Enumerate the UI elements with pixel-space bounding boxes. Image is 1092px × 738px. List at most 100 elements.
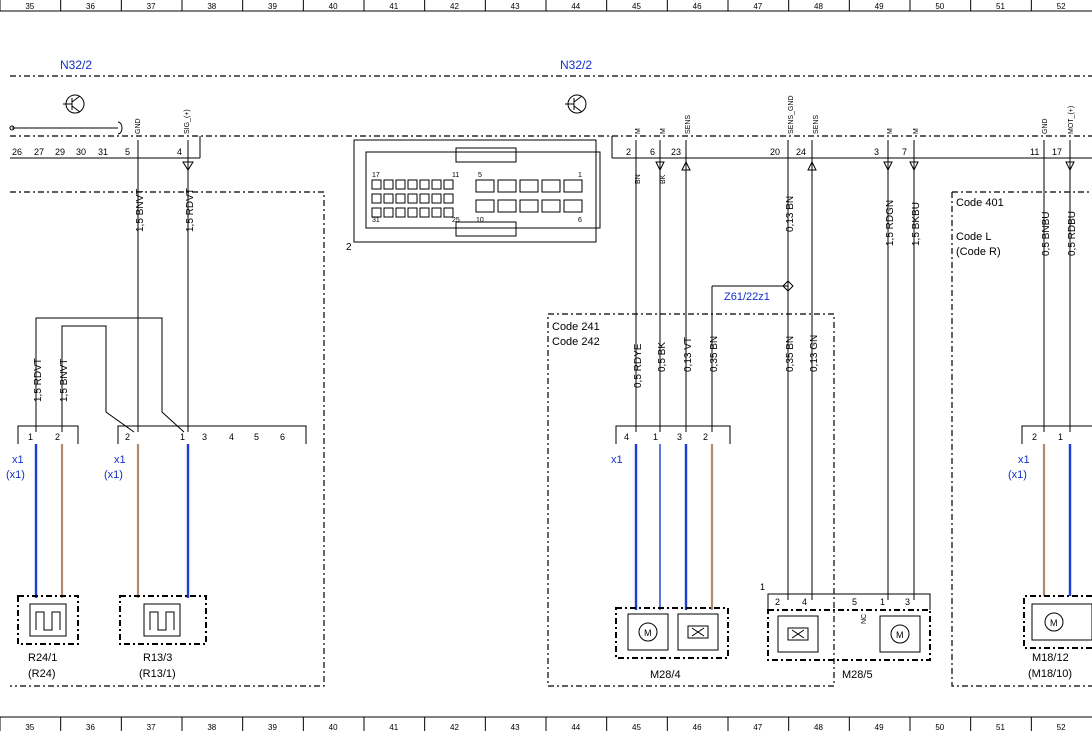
svg-text:(x1): (x1) [6, 469, 25, 481]
pin-label: 2 [626, 147, 631, 157]
grid-column-label: 48 [814, 2, 823, 11]
wire-label: 1,5 RDVT [33, 358, 44, 402]
svg-text:5: 5 [852, 597, 857, 607]
svg-text:M28/4: M28/4 [650, 669, 681, 681]
svg-text:M: M [1050, 618, 1058, 628]
svg-text:x1: x1 [611, 454, 623, 466]
svg-text:M: M [660, 128, 667, 134]
component-boundary-left [10, 191, 325, 687]
connector-cell [407, 179, 418, 190]
connector-cell [383, 207, 394, 218]
arrow-icon [909, 161, 919, 172]
code-label: Code 401 [956, 197, 1004, 209]
connector-housing-graphic: 17 11 5 1 31 25 10 6 [353, 139, 601, 243]
svg-text:3: 3 [202, 432, 207, 442]
connector-c2: 2 1 3 4 5 6 x1 (x1) [104, 425, 307, 481]
connector-cell [371, 193, 382, 204]
code-label: Code 241 [552, 321, 600, 333]
wire-label: 1,5 BKBU [911, 202, 922, 246]
splice-label: Z61/22z1 [724, 291, 770, 303]
grid-column-label: 38 [207, 2, 216, 11]
grid-column-label: 52 [1057, 2, 1066, 11]
connector-cell [541, 199, 561, 213]
wire-label: 0,5 BK [657, 342, 668, 372]
grid-column-label: 52 [1057, 723, 1066, 732]
connector-cell [431, 193, 442, 204]
grid-column-label: 42 [450, 2, 459, 11]
grid-column-label: 44 [571, 723, 580, 732]
grid-column-label: 44 [571, 2, 580, 11]
svg-text:1: 1 [1058, 432, 1063, 442]
svg-text:31: 31 [372, 217, 380, 224]
wire-label: 1,5 BNVT [135, 189, 146, 232]
connector-cell [371, 179, 382, 190]
connector-cell [497, 199, 517, 213]
grid-column-label: 49 [875, 2, 884, 11]
svg-text:M: M [913, 128, 920, 134]
pin-label: 5 [125, 147, 130, 157]
svg-text:2: 2 [703, 432, 708, 442]
svg-text:17: 17 [372, 172, 380, 179]
connector-graphic-label: 2 [346, 242, 352, 253]
svg-text:4: 4 [229, 432, 234, 442]
grid-column-label: 39 [268, 2, 277, 11]
grid-column-label: 51 [996, 723, 1005, 732]
component-m28-5: 1 2 4 5 1 3 NC M M28/5 [760, 582, 931, 681]
arrow-icon [1065, 161, 1075, 172]
arrow-icon [681, 160, 691, 171]
svg-text:M28/5: M28/5 [842, 669, 873, 681]
svg-text:2: 2 [55, 432, 60, 442]
connector-cell [563, 199, 583, 213]
left-pin-row: 26 27 29 30 31 5 4 [12, 147, 182, 157]
grid-column-label: 37 [147, 723, 156, 732]
connector-cell [431, 179, 442, 190]
grid-column-label: 37 [147, 2, 156, 11]
connector-cell [519, 199, 539, 213]
wire-label: 0,13 VT [683, 337, 694, 372]
svg-text:6: 6 [578, 217, 582, 224]
svg-text:BN: BN [635, 174, 642, 184]
svg-text:1: 1 [760, 582, 765, 592]
pin-label: 27 [34, 147, 44, 157]
grid-column-label: 47 [753, 723, 762, 732]
pin-label: 11 [1030, 147, 1039, 157]
grid-column-label: 36 [86, 723, 95, 732]
grid-column-label: 48 [814, 723, 823, 732]
grid-column-label: 36 [86, 2, 95, 11]
module-label-left: N32/2 [60, 58, 92, 72]
svg-text:GND: GND [1042, 118, 1049, 134]
svg-text:4: 4 [624, 432, 629, 442]
svg-text:MOT_(+): MOT_(+) [1068, 106, 1075, 134]
grid-column-label: 38 [207, 723, 216, 732]
svg-text:NC: NC [861, 614, 868, 624]
svg-text:M: M [896, 630, 904, 640]
arrow-icon [807, 160, 817, 171]
connector-cell [407, 193, 418, 204]
code-label: Code L [956, 231, 991, 243]
connector-cell [395, 207, 406, 218]
connector-cell [497, 179, 517, 193]
svg-text:(x1): (x1) [104, 469, 123, 481]
svg-text:25: 25 [452, 217, 460, 224]
grid-column-label: 49 [875, 723, 884, 732]
svg-text:2: 2 [775, 597, 780, 607]
connector-cell [443, 207, 454, 218]
svg-text:M18/12: M18/12 [1032, 652, 1069, 664]
svg-text:x1: x1 [12, 454, 24, 466]
wire-label: 1,5 RDGN [885, 200, 896, 246]
component-boundary-code401 [951, 192, 1092, 687]
grid-column-label: 40 [329, 2, 338, 11]
svg-text:R24/1: R24/1 [28, 652, 57, 664]
grid-column-label: 43 [511, 723, 520, 732]
svg-text:5: 5 [254, 432, 259, 442]
svg-text:(R24): (R24) [28, 668, 56, 680]
svg-text:SENS: SENS [685, 115, 692, 134]
grid-column-label: 50 [935, 2, 944, 11]
svg-text:2: 2 [125, 432, 130, 442]
grid-column-label: 50 [935, 723, 944, 732]
svg-text:(x1): (x1) [1008, 469, 1027, 481]
svg-text:10: 10 [476, 217, 484, 224]
connector-c4: 2 1 x1 (x1) [1008, 425, 1092, 481]
